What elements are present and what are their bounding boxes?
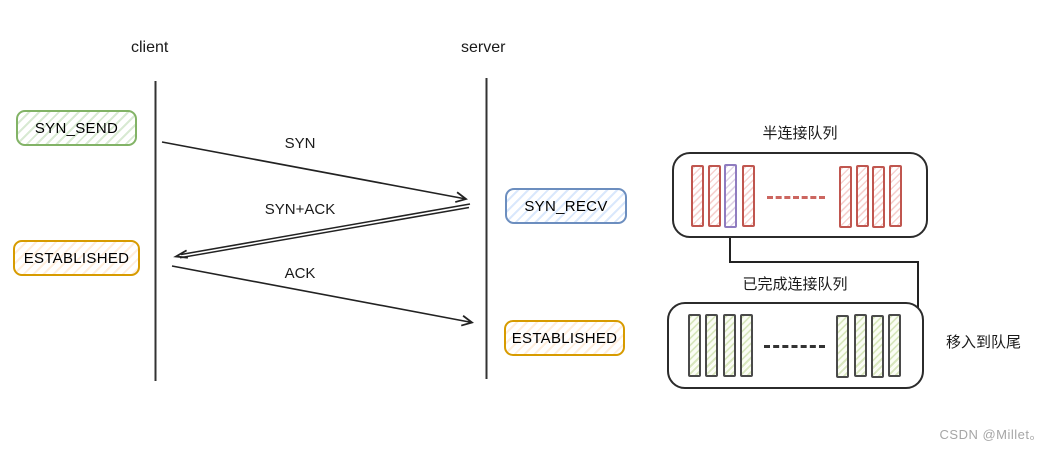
half-queue-slot xyxy=(691,165,704,227)
completed-queue-slot xyxy=(688,314,701,377)
completed-queue-slot xyxy=(871,315,884,378)
move-to-tail-label: 移入到队尾 xyxy=(946,334,1022,351)
client-state-syn-send: SYN_SEND xyxy=(16,110,137,146)
half-queue-slot-highlighted xyxy=(724,164,737,228)
half-connection-queue xyxy=(672,152,928,238)
half-queue-slot xyxy=(708,165,721,227)
server-state-established: ESTABLISHED xyxy=(504,320,625,356)
client-state-established: ESTABLISHED xyxy=(13,240,140,276)
syn-ack-message-label: SYN+ACK xyxy=(264,201,336,218)
completed-queue-slot xyxy=(854,314,867,377)
completed-queue-slot xyxy=(740,314,753,377)
watermark-text: CSDN @Millet。 xyxy=(939,427,1043,442)
half-connection-queue-title: 半连接队列 xyxy=(762,125,838,142)
half-queue-slot xyxy=(839,166,852,228)
half-queue-slot xyxy=(856,165,869,227)
completed-queue-slot xyxy=(836,315,849,378)
half-queue-slot xyxy=(872,166,885,228)
half-queue-slot xyxy=(742,165,755,227)
ack-message-label: ACK xyxy=(284,265,316,282)
completed-connection-queue-title: 已完成连接队列 xyxy=(742,276,848,293)
client-lifeline-label: client xyxy=(131,39,169,56)
completed-connection-queue xyxy=(667,302,924,389)
syn-message-label: SYN xyxy=(284,135,316,152)
queue-ellipsis-separator xyxy=(767,196,825,199)
server-lifeline-label: server xyxy=(461,39,506,56)
completed-queue-slot xyxy=(723,314,736,377)
completed-queue-slot xyxy=(888,314,901,377)
completed-queue-slot xyxy=(705,314,718,377)
half-queue-slot xyxy=(889,165,902,227)
server-state-syn-recv: SYN_RECV xyxy=(505,188,627,224)
queue-ellipsis-separator xyxy=(764,345,825,348)
